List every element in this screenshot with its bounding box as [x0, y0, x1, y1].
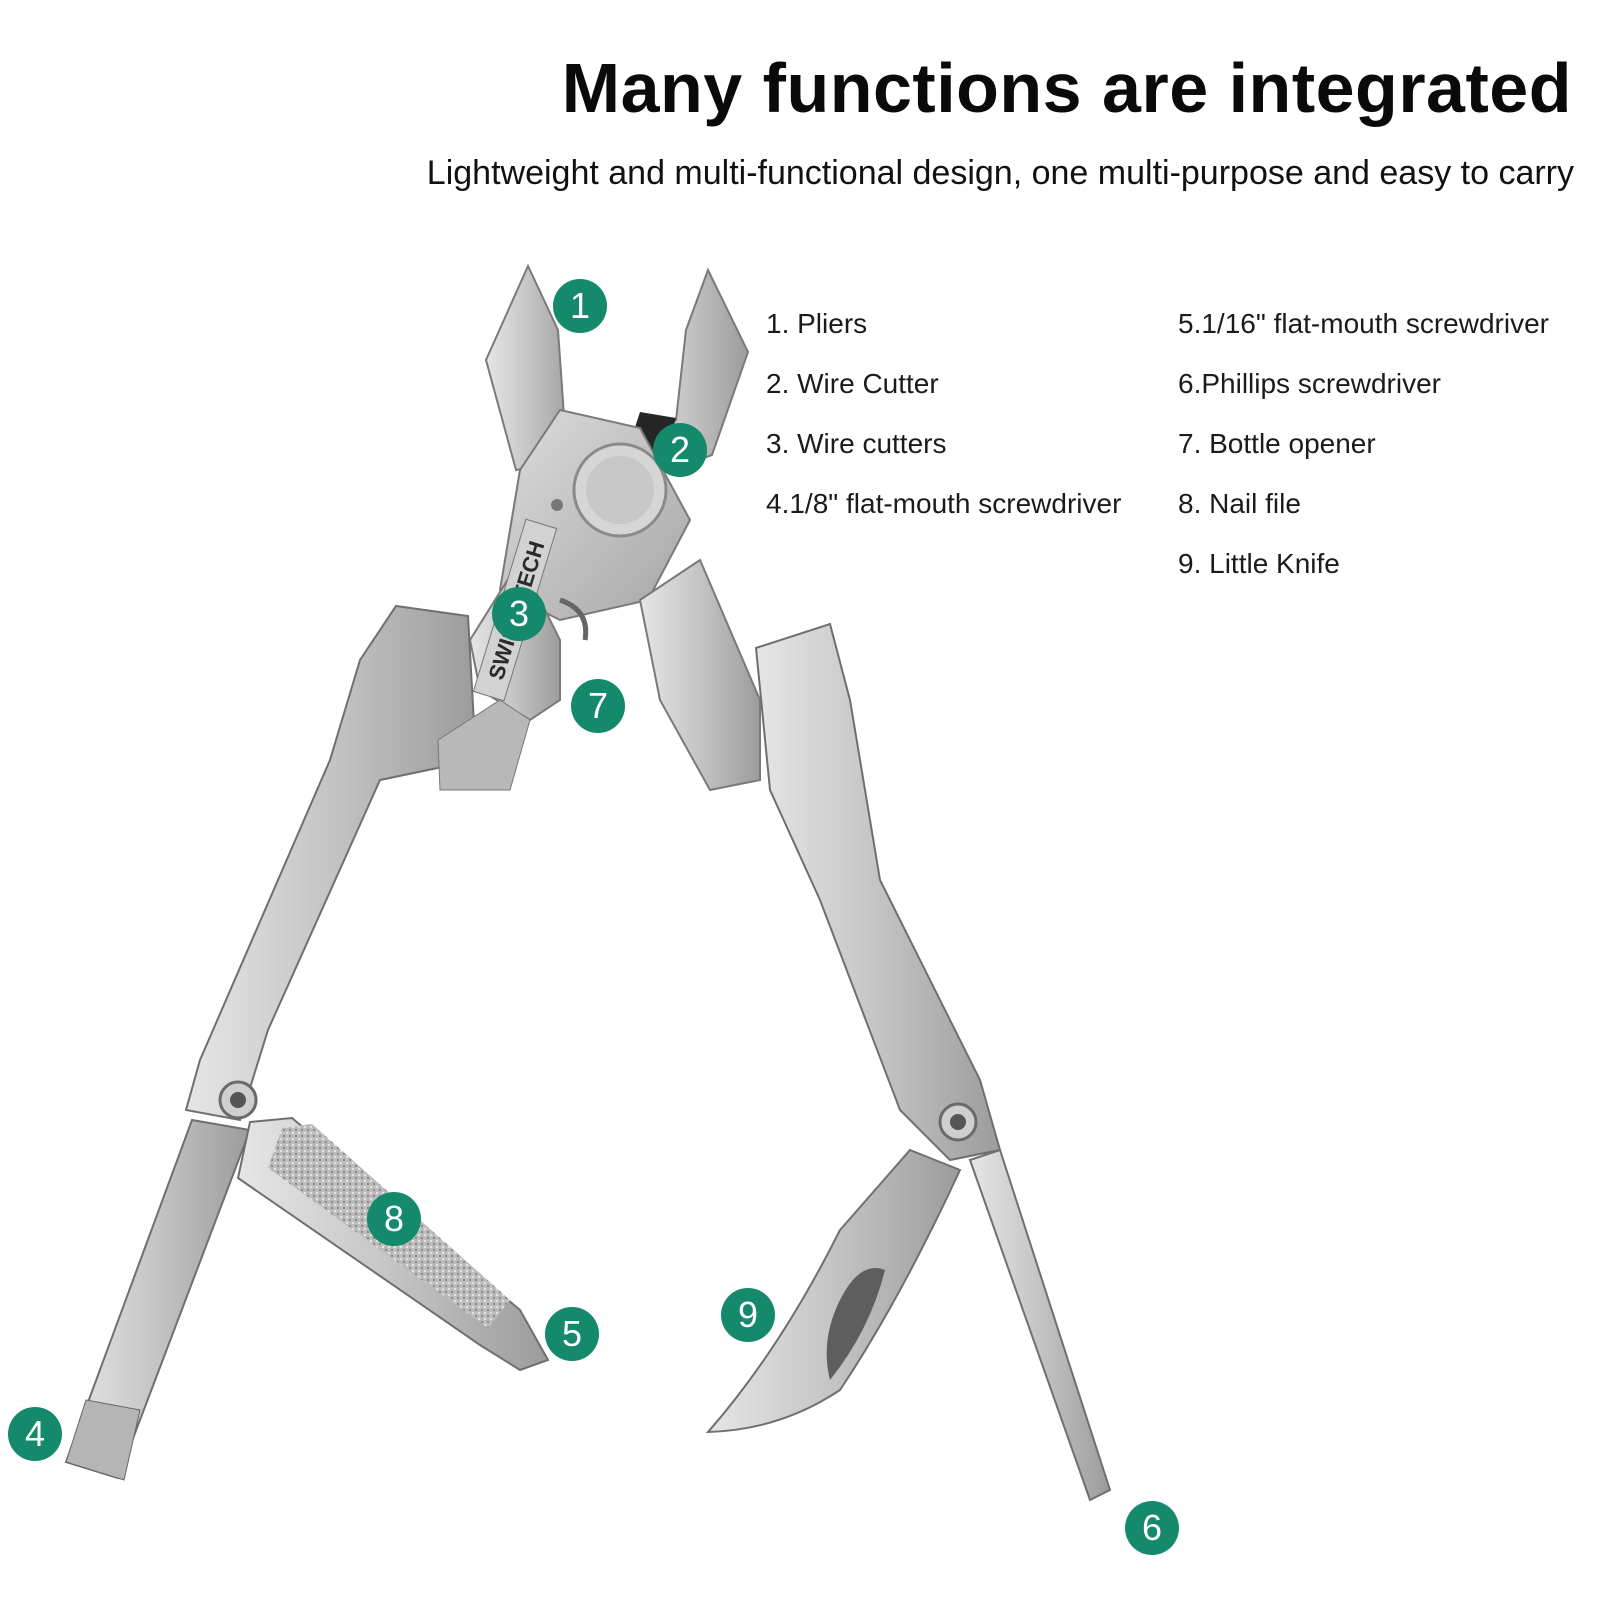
page-title: Many functions are integrated — [561, 49, 1572, 127]
page-subtitle: Lightweight and multi-functional design,… — [426, 154, 1574, 192]
left-handle — [184, 604, 531, 1122]
feature-item: 1. Pliers — [766, 308, 868, 339]
callout-badge-4: 4 — [8, 1407, 62, 1461]
feature-item: 3. Wire cutters — [766, 428, 947, 459]
feature-item: 7. Bottle opener — [1178, 428, 1376, 459]
callout-badge-9: 9 — [721, 1288, 775, 1342]
callout-badge-8: 8 — [367, 1192, 421, 1246]
callout-badge-6: 6 — [1125, 1501, 1179, 1555]
feature-list-column-2: 5.1/16" flat-mouth screwdriver 6.Phillip… — [1178, 294, 1549, 594]
feature-list-column-1: 1. Pliers 2. Wire Cutter 3. Wire cutters… — [766, 294, 1121, 534]
feature-item: 6.Phillips screwdriver — [1178, 368, 1441, 399]
feature-item: 2. Wire Cutter — [766, 368, 939, 399]
callout-badge-7: 7 — [571, 679, 625, 733]
pliers-pivot-head — [498, 408, 692, 622]
phillips-screwdriver — [968, 1148, 1112, 1502]
callout-badge-5: 5 — [545, 1307, 599, 1361]
feature-item: 8. Nail file — [1178, 488, 1301, 519]
callout-badge-2: 2 — [653, 423, 707, 477]
pliers-right-arm — [638, 558, 761, 792]
callout-badge-3: 3 — [492, 587, 546, 641]
feature-item: 9. Little Knife — [1178, 548, 1340, 579]
flat-screwdriver-large — [64, 1118, 252, 1481]
right-handle — [754, 622, 1002, 1162]
little-knife-blade — [705, 1148, 962, 1434]
callout-badge-1: 1 — [553, 279, 607, 333]
feature-item: 5.1/16" flat-mouth screwdriver — [1178, 308, 1549, 339]
feature-item: 4.1/8" flat-mouth screwdriver — [766, 488, 1122, 519]
